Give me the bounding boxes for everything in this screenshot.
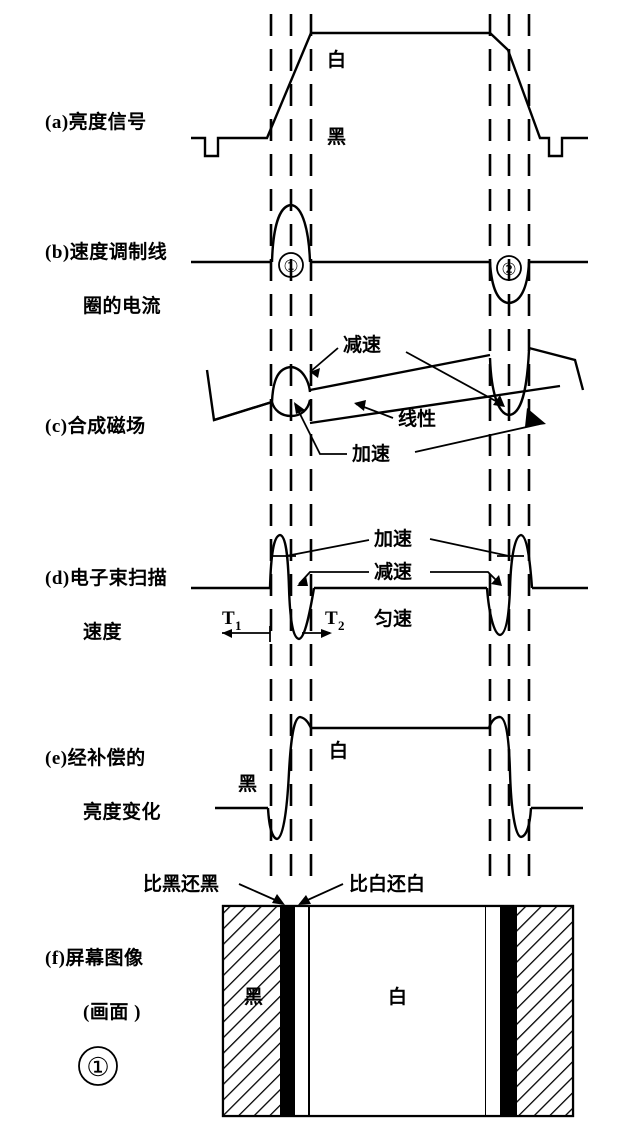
waveform-a-path xyxy=(191,31,588,158)
waveform-c-lobe-left xyxy=(270,365,312,403)
label-d-decel: 减速 xyxy=(374,560,412,583)
label-c-accel: 加速 xyxy=(351,442,390,465)
trace-e-compensated-brightness: 白 黑 xyxy=(215,715,583,841)
label-f-white-region: 白 xyxy=(388,985,407,1008)
arrowhead-c-accel-left xyxy=(294,402,305,414)
label-f-black-region: 黑 xyxy=(244,986,263,1008)
waveform-d-spike-right xyxy=(485,533,534,637)
row-label-e: (e)经补偿的 亮度变化 xyxy=(24,718,161,853)
trace-c-composite-magnetic-field: 减速 线性 加速 xyxy=(205,333,585,465)
label-d-t2: T xyxy=(325,608,338,629)
guide-lines xyxy=(269,14,531,880)
waveform-c-ramp-upper xyxy=(309,353,491,392)
label-d-accel: 加速 xyxy=(373,527,412,550)
screen-right-white-band xyxy=(486,907,500,1115)
screen-left-white-band xyxy=(295,907,309,1115)
marker-1-label: ① xyxy=(283,257,298,276)
row-tag-c: (c) xyxy=(45,416,68,437)
arrowhead-f-blacker xyxy=(272,894,285,905)
row-label-d: (d)电子束扫描 速度 xyxy=(24,538,167,673)
row-text-b2: 圈的电流 xyxy=(83,296,162,317)
screen-box-outline xyxy=(221,904,575,1118)
arrowhead-d-decel-left xyxy=(297,576,308,586)
leader-c-decel-right xyxy=(405,351,504,406)
row-tag-b: (b) xyxy=(45,242,70,263)
screen-right-black-band xyxy=(500,907,517,1115)
label-a-white: 白 xyxy=(327,48,346,71)
row-text-f2: (画面 ) xyxy=(83,1002,141,1023)
caption-number-group: ① xyxy=(78,1046,118,1086)
leader-c-accel-right xyxy=(414,423,541,453)
arrowhead-c-accel-right xyxy=(525,408,546,427)
screen-left-black-band xyxy=(280,907,295,1115)
row-tag-f: (f) xyxy=(45,948,66,969)
row-label-f: (f)屏幕图像 (画面 ) xyxy=(24,918,144,1053)
row-label-b: (b)速度调制线 圈的电流 xyxy=(24,212,167,347)
row-tag-d: (d) xyxy=(45,568,70,589)
waveform-b-lobe-negative xyxy=(488,261,531,305)
arrowhead-c-decel-right xyxy=(493,395,505,407)
screen-image-panel: 黑 白 比黑还黑 比白还白 xyxy=(143,872,575,1118)
trace-a-luminance-signal: 白 黑 xyxy=(191,31,588,158)
waveform-b-lobe-positive xyxy=(270,203,312,263)
label-f-whiter: 比白还白 xyxy=(349,872,425,895)
leader-d-accel-right xyxy=(429,538,510,557)
screen-center-white-region xyxy=(310,907,486,1115)
trace-b-modulation-coil-current: ① ② xyxy=(191,203,588,305)
label-d-t2-sub: 2 xyxy=(338,618,345,633)
row-text-b1: 速度调制线 xyxy=(69,242,168,263)
arrowhead-f-whiter xyxy=(298,895,311,905)
leader-c-accel-left xyxy=(294,403,347,455)
waveform-e-spike-left xyxy=(266,715,313,841)
label-d-t1: T xyxy=(222,608,235,629)
row-label-c: (c)合成磁场 xyxy=(24,386,146,467)
label-c-linear: 线性 xyxy=(398,407,436,430)
marker-circle-1 xyxy=(278,252,304,278)
waveform-c-lobe-left-lower xyxy=(270,399,312,418)
row-label-a: (a)亮度信号 xyxy=(24,82,147,163)
marker-2-label: ② xyxy=(501,260,516,279)
caption-circle xyxy=(78,1046,118,1086)
leader-d-accel-left xyxy=(285,539,370,557)
leader-d-decel-left xyxy=(298,571,369,585)
label-f-blacker: 比黑还黑 xyxy=(143,873,219,895)
row-text-c: 合成磁场 xyxy=(67,416,146,437)
row-text-e1: 经补偿的 xyxy=(67,748,146,769)
arrowhead-t1 xyxy=(222,629,232,638)
arrowhead-d-decel-right xyxy=(491,575,502,586)
label-a-black: 黑 xyxy=(327,126,346,148)
waveform-e-spike-right xyxy=(487,715,533,839)
arrowhead-c-linear xyxy=(354,400,366,411)
row-text-a: 亮度信号 xyxy=(68,112,147,133)
waveform-c-ramp-lower xyxy=(309,384,561,425)
label-e-black: 黑 xyxy=(238,773,257,795)
row-text-d1: 电子束扫描 xyxy=(69,568,168,589)
screen-left-hatched-region xyxy=(224,907,280,1115)
row-text-f1: 屏幕图像 xyxy=(65,948,144,969)
caption-number: ① xyxy=(86,1053,109,1082)
waveform-c-lower-seg-a xyxy=(213,400,273,422)
waveform-c-lobe-right xyxy=(488,349,531,417)
trace-d-beam-scan-speed: 加速 减速 匀速 T 1 T 2 xyxy=(191,527,588,642)
row-tag-e: (e) xyxy=(45,748,68,769)
label-d-uniform: 匀速 xyxy=(374,607,412,630)
screen-right-hatched-region xyxy=(517,907,572,1115)
row-text-d2: 速度 xyxy=(83,622,123,643)
arrowhead-t2 xyxy=(321,629,332,638)
label-e-white: 白 xyxy=(329,739,348,762)
row-text-e2: 亮度变化 xyxy=(83,802,162,823)
row-tag-a: (a) xyxy=(45,112,69,133)
leader-c-decel-left xyxy=(309,347,339,373)
marker-circle-2 xyxy=(496,255,522,281)
label-c-decel: 减速 xyxy=(343,333,381,356)
waveform-c-ramp-right-flyback xyxy=(528,346,585,391)
arrowhead-c-decel-left xyxy=(310,368,320,378)
label-d-t1-sub: 1 xyxy=(235,618,242,633)
